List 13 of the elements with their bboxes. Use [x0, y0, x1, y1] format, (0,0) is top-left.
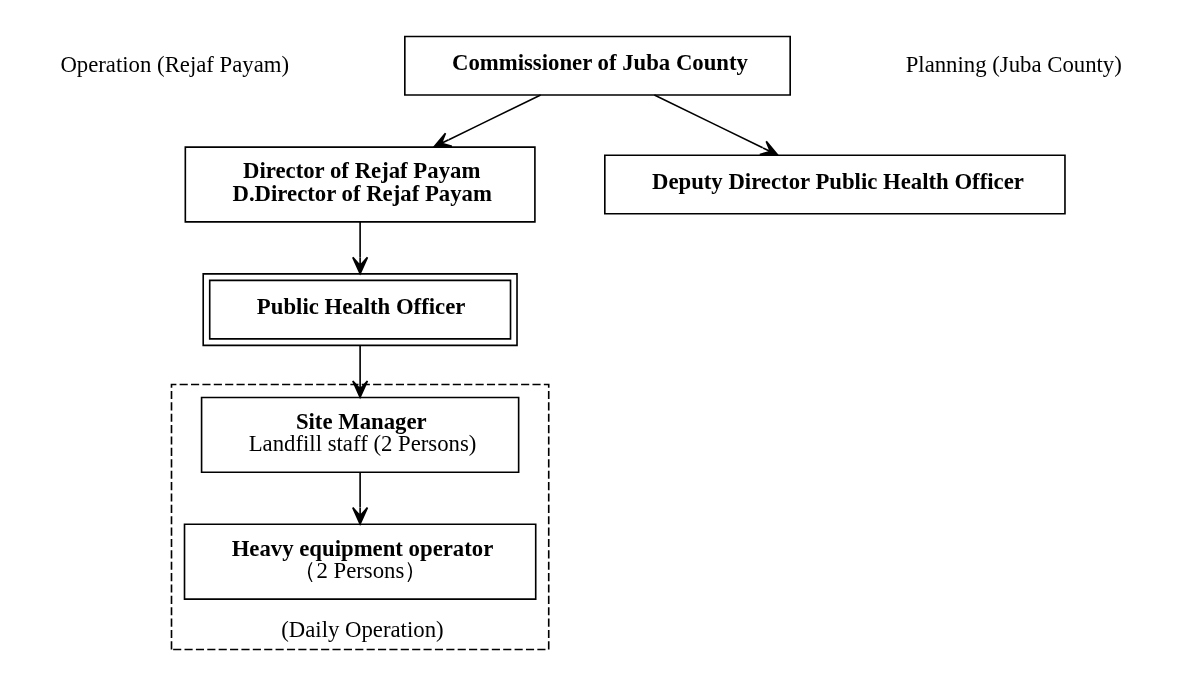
label: Planning (Juba County)	[905, 51, 1122, 77]
arrow	[653, 93, 779, 156]
node-box: Heavy equipment operator （2 Persons）	[183, 522, 537, 600]
arrow	[352, 220, 369, 274]
node-box: Deputy Director Public Health Officer	[604, 153, 1066, 215]
arrow	[433, 93, 542, 148]
node-box: Director of Rejaf Payam D.Director of Rejaf Payam	[184, 145, 536, 223]
arrow	[352, 471, 369, 525]
node-box: Commissioner of Juba County	[404, 35, 791, 96]
arrow	[352, 344, 369, 398]
node-box: Site Manager Landfill staff (2 Persons)	[200, 396, 520, 473]
label: Operation (Rejaf Payam)	[60, 51, 290, 77]
node-box: Public Health Officer	[202, 272, 518, 346]
